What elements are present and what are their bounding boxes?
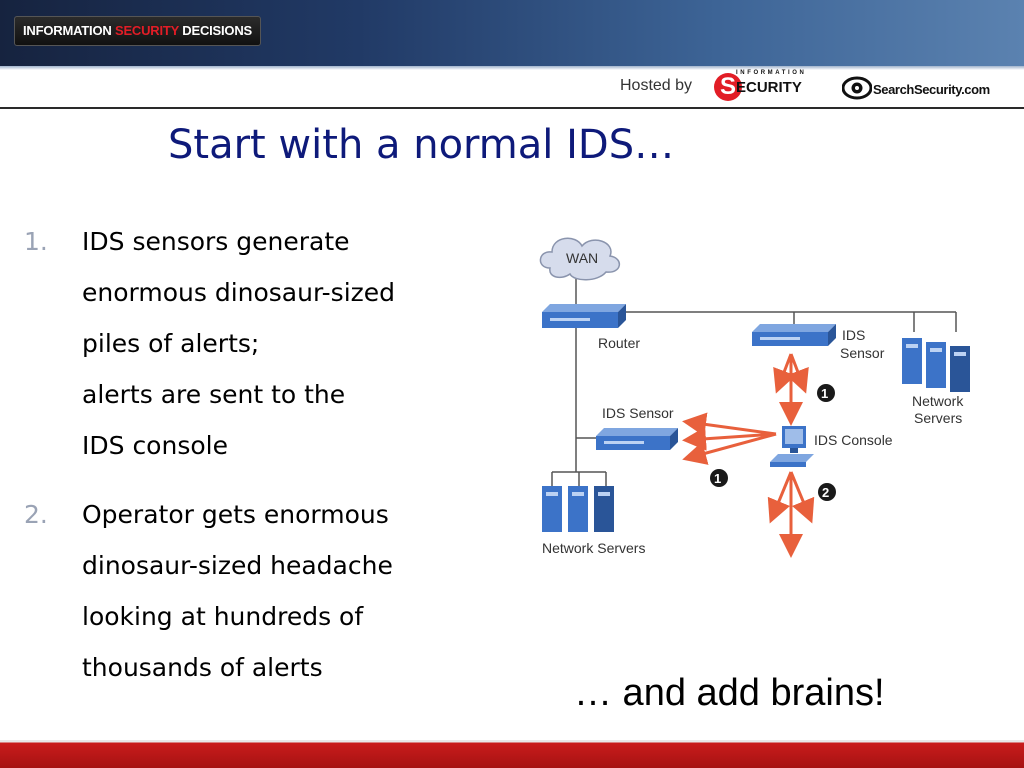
header-band: INFORMATION SECURITY DECISIONS [0, 0, 1024, 66]
ids-network-diagram: WAN Router IDS Sensor Network Servers ID… [539, 237, 970, 558]
bullet-item-1: 1. IDS sensors generate enormous dinosau… [24, 216, 524, 471]
router-label: Router [598, 335, 640, 351]
footer-band [0, 740, 1024, 768]
brand-text-2: DECISIONS [178, 23, 252, 38]
brand-text-1: INFORMATION [23, 23, 115, 38]
wan-label: WAN [566, 250, 598, 266]
infosec-logo-small: INFORMATION [736, 70, 807, 76]
servers-right-label-2: Servers [914, 410, 962, 426]
step-badge-1b [710, 469, 728, 487]
infosec-logo-big: ECURITY [736, 79, 802, 96]
searchsecurity-text: SearchSecurity.com [873, 82, 990, 97]
network-servers-left-icon [542, 486, 614, 532]
ids-console-label: IDS Console [814, 432, 893, 448]
bullet-line: IDS sensors generate [82, 227, 350, 256]
bullet-line: IDS console [82, 431, 228, 460]
alert-arrows [682, 353, 815, 558]
step-2-label: 2 [822, 485, 829, 500]
eye-icon [842, 76, 872, 100]
network-wires [551, 272, 957, 486]
ids-console-icon [770, 426, 814, 467]
router-icon [542, 304, 626, 328]
bullet-item-2: 2. Operator gets enormous dinosaur-sized… [24, 489, 524, 693]
bullet-line: Operator gets enormous [82, 500, 389, 529]
step-1b-label: 1 [714, 471, 721, 486]
servers-right-label-1: Network [912, 393, 964, 409]
step-badge-1a [817, 384, 835, 402]
bullet-number: 2. [24, 500, 48, 529]
step-badge-2 [818, 483, 836, 501]
bullet-line: piles of alerts; [82, 329, 260, 358]
ids-sensor-left-label: IDS Sensor [602, 405, 674, 421]
brand-text-accent: SECURITY [114, 23, 179, 38]
closing-statement: … and add brains! [574, 672, 885, 714]
bullet-line: dinosaur-sized headache [82, 551, 393, 580]
ids-sensor-top-label-2: Sensor [840, 345, 885, 361]
bullet-line: alerts are sent to the [82, 380, 346, 409]
ids-sensor-top-icon [752, 324, 836, 346]
bullet-list: 1. IDS sensors generate enormous dinosau… [24, 216, 524, 711]
slide-title: Start with a normal IDS… [168, 122, 675, 168]
ids-sensor-top-label-1: IDS [842, 327, 865, 343]
bullet-line: thousands of alerts [82, 653, 323, 682]
bullet-line: enormous dinosaur-sized [82, 278, 396, 307]
bullet-number: 1. [24, 227, 48, 256]
bullet-line: looking at hundreds of [82, 602, 364, 631]
ids-sensor-left-icon [596, 428, 678, 450]
step-1a-label: 1 [821, 386, 828, 401]
brand-badge: INFORMATION SECURITY DECISIONS [14, 16, 261, 46]
information-security-logo: S INFORMATION ECURITY [712, 70, 824, 104]
hosted-by-label: Hosted by [620, 77, 693, 94]
wan-cloud-icon [539, 237, 620, 281]
servers-left-label: Network Servers [542, 540, 645, 556]
sponsor-bar: Hosted by S INFORMATION ECURITY SearchSe… [0, 66, 1024, 109]
network-servers-right-icon [902, 338, 970, 392]
infosec-logo-letter: S [714, 73, 742, 101]
searchsecurity-logo: SearchSecurity.com [842, 73, 1014, 103]
